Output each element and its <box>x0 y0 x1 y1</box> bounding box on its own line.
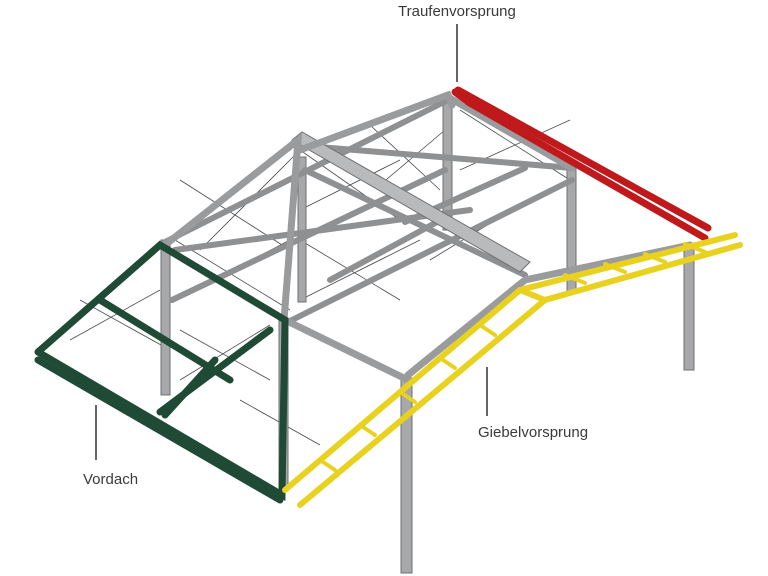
canopy-frame <box>34 240 289 504</box>
gable-overhang-frame <box>282 232 743 508</box>
label-canopy: Vordach <box>83 471 139 488</box>
label-eaves-overhang: Traufenvorsprung <box>398 3 516 20</box>
label-gable-overhang: Giebelvorsprung <box>478 424 589 441</box>
steel-columns <box>160 99 695 574</box>
gable-overhang-rungs <box>318 242 707 472</box>
leader-lines <box>95 24 488 460</box>
ridge-beam <box>291 131 531 273</box>
eaves-overhang-frame <box>451 86 712 242</box>
steel-rafters <box>161 90 694 384</box>
